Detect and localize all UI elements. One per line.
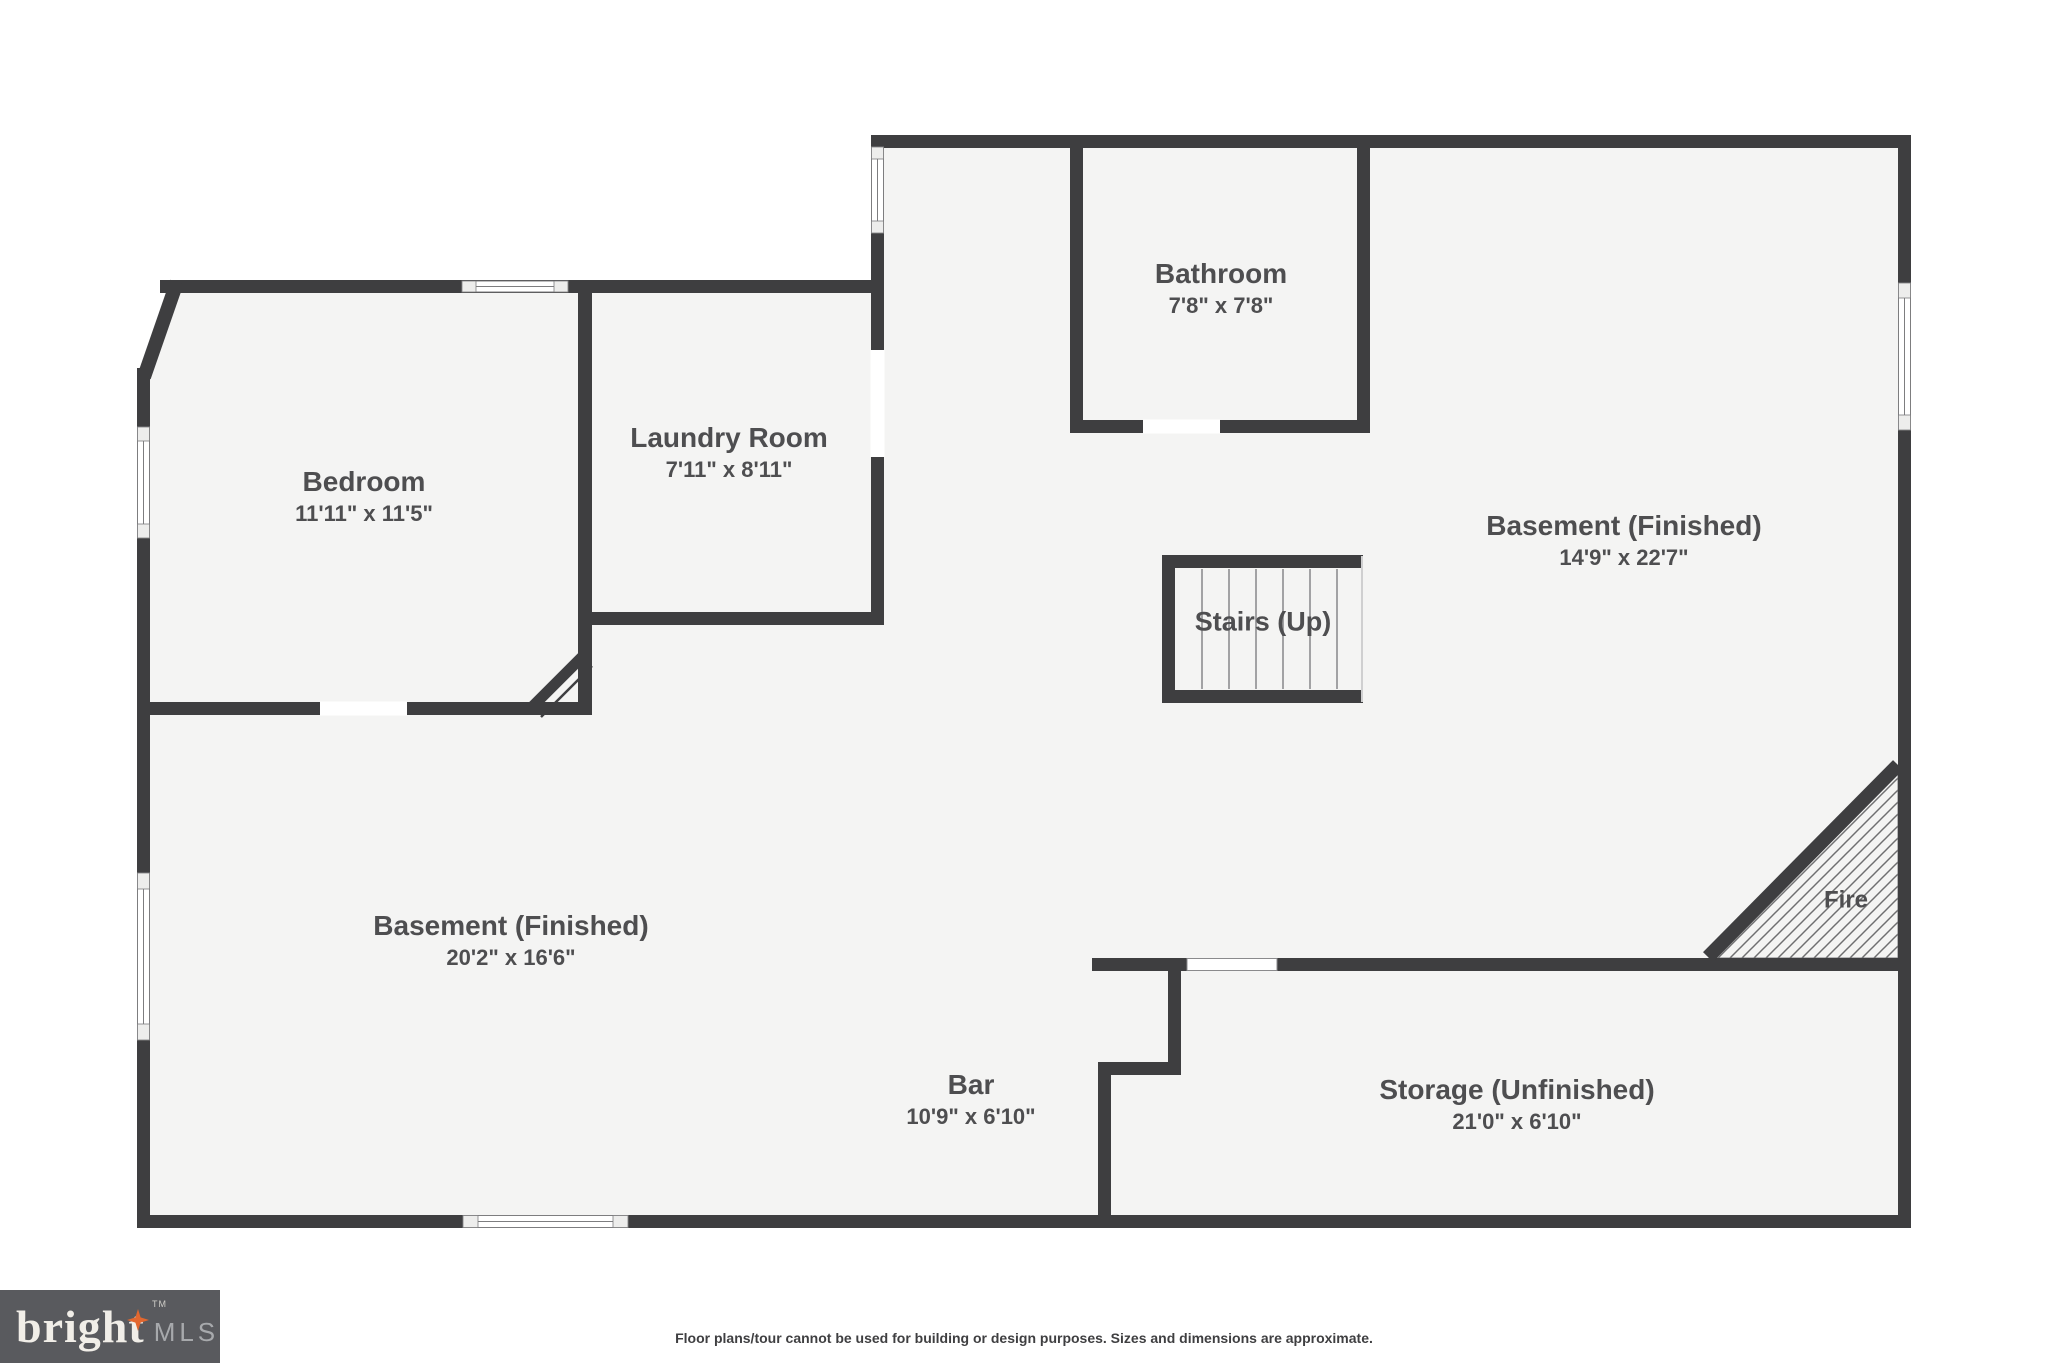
wall-chamfer-corner <box>137 279 184 380</box>
wall-stairs-left <box>1162 555 1175 703</box>
room-label-bathroom: Bathroom 7'8" x 7'8" <box>1155 256 1287 320</box>
logo-wordmark: bright <box>16 1300 145 1352</box>
room-dims: 21'0" x 6'10" <box>1452 1108 1582 1134</box>
room-name: Bedroom <box>302 466 426 498</box>
window-bedroom-left <box>137 426 150 539</box>
star-icon <box>127 1309 149 1331</box>
window-bottom <box>462 1215 629 1228</box>
wall-stairs-bottom <box>1162 690 1363 703</box>
windows <box>137 146 1911 1228</box>
room-label-laundry: Laundry Room 7'11" x 8'11" <box>630 420 828 484</box>
stairs-label: Stairs (Up) <box>1195 605 1332 640</box>
disclaimer-text: Floor plans/tour cannot be used for buil… <box>675 1330 1373 1346</box>
wall-fireplace-diagonal <box>1703 760 1903 962</box>
room-name: Laundry Room <box>630 422 828 454</box>
room-label-basement-left: Basement (Finished) 20'2" x 16'6" <box>373 908 648 972</box>
wall-bottom <box>137 1215 1911 1228</box>
room-label-bedroom: Bedroom 11'11" x 11'5" <box>295 464 433 528</box>
room-name: Stairs (Up) <box>1194 606 1332 637</box>
room-name: Basement (Finished) <box>373 910 649 942</box>
wall-bar-right-upper <box>1168 958 1181 1075</box>
bedroom-door-leaf <box>527 651 593 718</box>
door-opening-bathroom <box>1143 419 1220 434</box>
wall-bedroom-laundry-divider <box>578 293 592 715</box>
wall-bar-right-lower <box>1098 1062 1111 1228</box>
logo-suffix: MLS <box>153 1316 220 1347</box>
room-name: Fire <box>1823 886 1869 914</box>
wall-top-main <box>871 135 1911 148</box>
window-connector-left <box>871 146 884 234</box>
wall-stairs-top <box>1162 555 1363 568</box>
room-dims: 7'11" x 8'11" <box>665 456 793 482</box>
room-label-bar: Bar 10'9" x 6'10" <box>906 1067 1035 1131</box>
room-dims: 20'2" x 16'6" <box>446 944 576 970</box>
window-bedroom-top <box>461 280 569 293</box>
room-name: Basement (Finished) <box>1486 510 1762 542</box>
room-label-basement-right: Basement (Finished) 14'9" x 22'7" <box>1486 508 1761 572</box>
room-dims: 11'11" x 11'5" <box>295 500 433 526</box>
door-opening-laundry <box>870 350 885 457</box>
wall-laundry-right <box>871 293 884 625</box>
wall-bathroom-right <box>1357 148 1370 433</box>
room-label-storage: Storage (Unfinished) 21'0" x 6'10" <box>1379 1072 1654 1136</box>
wall-laundry-bottom <box>578 612 884 625</box>
door-openings <box>320 350 1278 971</box>
wall-bar-jog <box>1098 1062 1181 1075</box>
stair-treads <box>1201 556 1363 702</box>
window-basement-left <box>137 872 150 1041</box>
room-dims: 14'9" x 22'7" <box>1559 544 1689 570</box>
window-right <box>1898 282 1911 431</box>
door-opening-bedroom <box>320 701 407 716</box>
door-opening-storage <box>1186 958 1278 971</box>
room-name: Bar <box>947 1069 995 1101</box>
wall-bathroom-left <box>1070 148 1083 433</box>
floor-main-section <box>871 135 1911 1228</box>
bright-mls-logo: bright MLS TM <box>0 1290 220 1363</box>
floor-west-wing <box>137 280 884 1228</box>
room-name: Storage (Unfinished) <box>1379 1074 1655 1106</box>
room-name: Bathroom <box>1154 258 1288 290</box>
room-dims: 10'9" x 6'10" <box>906 1103 1036 1129</box>
floor-areas <box>137 135 1911 1228</box>
logo-trademark: TM <box>152 1299 167 1309</box>
fireplace-label: Fire <box>1824 886 1868 917</box>
wall-storage-top <box>1092 958 1911 971</box>
room-dims: 7'8" x 7'8" <box>1168 292 1274 318</box>
